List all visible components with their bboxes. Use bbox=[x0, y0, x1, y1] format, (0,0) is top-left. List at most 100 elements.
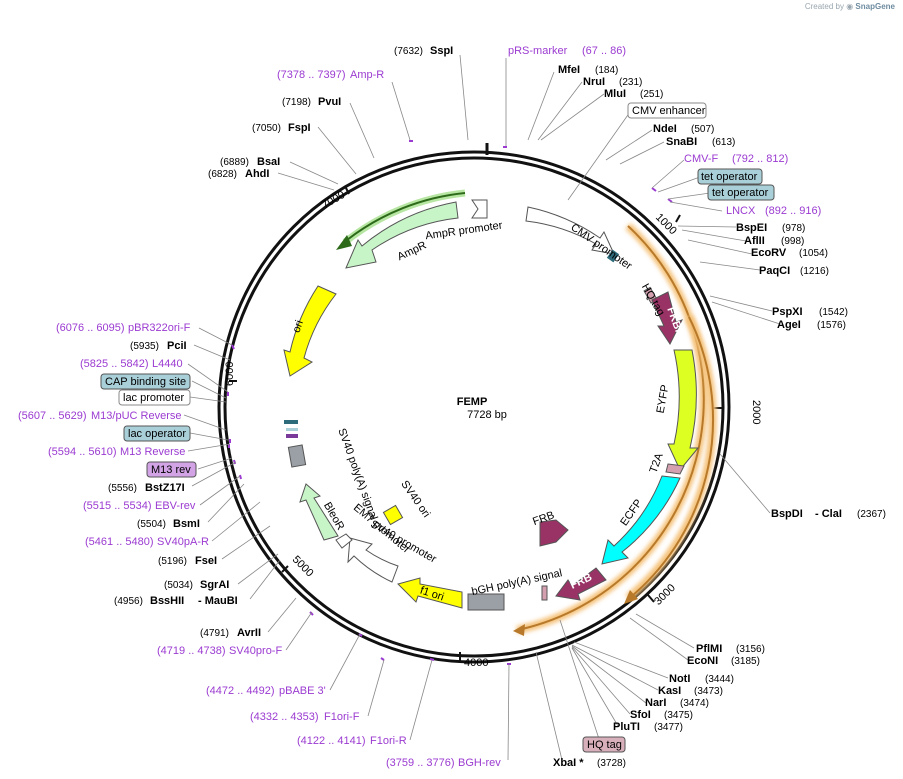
tick-label-6000: 6000 bbox=[224, 362, 236, 386]
primer-name-amp-r: Amp-R bbox=[350, 69, 384, 81]
bleor-arrow[interactable] bbox=[299, 483, 339, 541]
enzyme-name-econi: EcoNI bbox=[687, 655, 718, 667]
primer-name-l4440: L4440 bbox=[152, 358, 183, 370]
enzyme-name-bsshii: BssHII bbox=[150, 595, 184, 607]
t2a-arrow[interactable] bbox=[665, 463, 685, 475]
enzyme-name-agei: AgeI bbox=[777, 319, 801, 331]
enzyme-name-mlui: MluI bbox=[604, 88, 626, 100]
tick-7000 bbox=[344, 185, 350, 195]
box-cap-binding bbox=[100, 373, 191, 390]
primer-range-l4440: (5825 .. 5842) bbox=[80, 358, 149, 370]
orange-arc bbox=[521, 225, 705, 630]
enzyme-name-pspxi: PspXI bbox=[772, 306, 803, 318]
credit-brand: SnapGene bbox=[855, 2, 895, 11]
enzyme-name-pflmi: PflMI bbox=[696, 643, 722, 655]
enzyme-pos-ecorv: (1054) bbox=[799, 248, 828, 259]
enzyme-pos-econi: (3185) bbox=[731, 656, 760, 667]
enzyme-pos-sfoi: (3475) bbox=[664, 710, 693, 721]
ampr-arrow[interactable] bbox=[345, 201, 459, 269]
enzyme-pos-avrii: (4791) bbox=[200, 628, 229, 639]
tet-marker bbox=[606, 249, 620, 263]
enzyme-name-sfoi: SfoI bbox=[630, 709, 651, 721]
primer-name-bgh-rev: BGH-rev bbox=[458, 757, 501, 769]
enzyme-pos-pflmi: (3156) bbox=[736, 644, 765, 655]
label-ori: ori bbox=[290, 319, 305, 335]
primer-name-sv40pro-f: SV40pro-F bbox=[229, 645, 282, 657]
cmv-promoter-arrow[interactable] bbox=[525, 206, 615, 255]
label-f1-ori: f1 ori bbox=[418, 585, 445, 604]
leader-lines bbox=[183, 54, 781, 761]
primer-labels: (7378 .. 7397) Amp-R pRS-marker (67 .. 8… bbox=[18, 45, 821, 769]
primer-name-m13-reverse: M13 Reverse bbox=[120, 446, 185, 458]
hq-tag-small bbox=[541, 585, 548, 601]
f1-ori-arrow[interactable] bbox=[397, 577, 463, 609]
box-cap-binding-text: CAP binding site bbox=[105, 376, 186, 388]
primer-name-pbr322ori-f: pBR322ori-F bbox=[128, 322, 191, 334]
enzyme-pos-mfei: (184) bbox=[595, 65, 618, 76]
tick-3000 bbox=[647, 594, 655, 603]
primer-name-pbabe: pBABE 3' bbox=[279, 685, 326, 697]
enzyme-extra-maubi: - MauBI bbox=[198, 595, 238, 607]
primer-range-sv40pro-f: (4719 .. 4738) bbox=[157, 645, 226, 657]
enzyme-name-bsmi: BsmI bbox=[173, 518, 200, 530]
enzyme-pos-agei: (1576) bbox=[817, 320, 846, 331]
primer-range-lncx: (892 .. 916) bbox=[765, 205, 821, 217]
primer-range-cmv-f: (792 .. 812) bbox=[732, 153, 788, 165]
box-m13-rev-text: M13 rev bbox=[151, 464, 191, 476]
eyfp-arrow[interactable] bbox=[667, 349, 700, 471]
primer-name-f1ori-f: F1ori-F bbox=[324, 711, 360, 723]
green-arc-head bbox=[336, 235, 352, 250]
enzyme-pos-mlui: (251) bbox=[640, 89, 663, 100]
frb-inner-arrow[interactable] bbox=[539, 519, 569, 547]
primer-name-ebv-rev: EBV-rev bbox=[155, 500, 196, 512]
sv40-promoter-arrow[interactable] bbox=[347, 537, 399, 583]
primer-range-bgh-rev: (3759 .. 3776) bbox=[386, 757, 455, 769]
tick-5000 bbox=[281, 565, 289, 573]
enzyme-pos-aflii: (998) bbox=[781, 236, 804, 247]
sv40-polya-box[interactable] bbox=[287, 444, 307, 468]
enzyme-name-bspdi: BspDI bbox=[771, 508, 803, 520]
enzyme-pos-bstz17i: (5556) bbox=[108, 483, 137, 494]
primer-marks bbox=[227, 140, 673, 665]
ori-arrow[interactable] bbox=[283, 285, 337, 377]
enzyme-name-fspi: FspI bbox=[288, 122, 311, 134]
primer-range-pbr322ori-f: (6076 .. 6095) bbox=[56, 322, 125, 334]
label-t2a: T2A bbox=[648, 451, 666, 475]
box-tet-operator-2-text: tet operator bbox=[712, 187, 769, 199]
box-tet-operator-2 bbox=[707, 184, 775, 201]
enzyme-name-aflii: AflII bbox=[744, 235, 765, 247]
enzyme-name-snabi: SnaBI bbox=[666, 136, 697, 148]
enzyme-pos-bspdi: (2367) bbox=[857, 509, 886, 520]
tick-1000 bbox=[675, 214, 681, 223]
ecfp-arrow[interactable] bbox=[601, 475, 681, 565]
enzyme-name-ahdi: AhdI bbox=[245, 168, 269, 180]
box-lac-operator bbox=[123, 425, 191, 442]
primer-name-lncx: LNCX bbox=[726, 205, 756, 217]
label-bgh: bGH poly(A) signal bbox=[470, 567, 563, 598]
label-eyfp: EYFP bbox=[655, 384, 672, 414]
em7-promoter-arrow[interactable] bbox=[335, 533, 353, 549]
bgh-box[interactable] bbox=[467, 593, 505, 611]
ampr-promoter-arrow[interactable] bbox=[471, 199, 488, 219]
orange-arc-head bbox=[513, 624, 525, 636]
enzyme-pos-kasi: (3473) bbox=[694, 686, 723, 697]
primer-range-pbabe: (4472 .. 4492) bbox=[206, 685, 275, 697]
enzyme-pos-paqci: (1216) bbox=[800, 266, 829, 277]
frb-outer-arrow[interactable] bbox=[555, 567, 607, 601]
enzyme-pos-snabi: (613) bbox=[712, 137, 735, 148]
enzyme-name-fsei: FseI bbox=[195, 555, 217, 567]
sv40-ori-box[interactable] bbox=[382, 504, 404, 526]
tick-label-1000: 1000 bbox=[653, 211, 679, 237]
plasmid-name: FEMP bbox=[457, 396, 488, 408]
primer-range-f1ori-r: (4122 .. 4141) bbox=[297, 735, 366, 747]
enzyme-pos-sgrai: (5034) bbox=[164, 580, 193, 591]
fkbp-arrow[interactable] bbox=[651, 291, 683, 345]
enzyme-pos-nari: (3474) bbox=[680, 698, 709, 709]
enzyme-name-sgrai: SgrAI bbox=[200, 579, 229, 591]
plasmid-size: 7728 bp bbox=[467, 409, 507, 421]
label-ampr-promoter: AmpR promoter bbox=[425, 219, 504, 242]
enzyme-pos-pvui: (7198) bbox=[282, 97, 311, 108]
enzyme-name-paqci: PaqCI bbox=[759, 265, 790, 277]
lac-mark-3 bbox=[286, 434, 298, 438]
